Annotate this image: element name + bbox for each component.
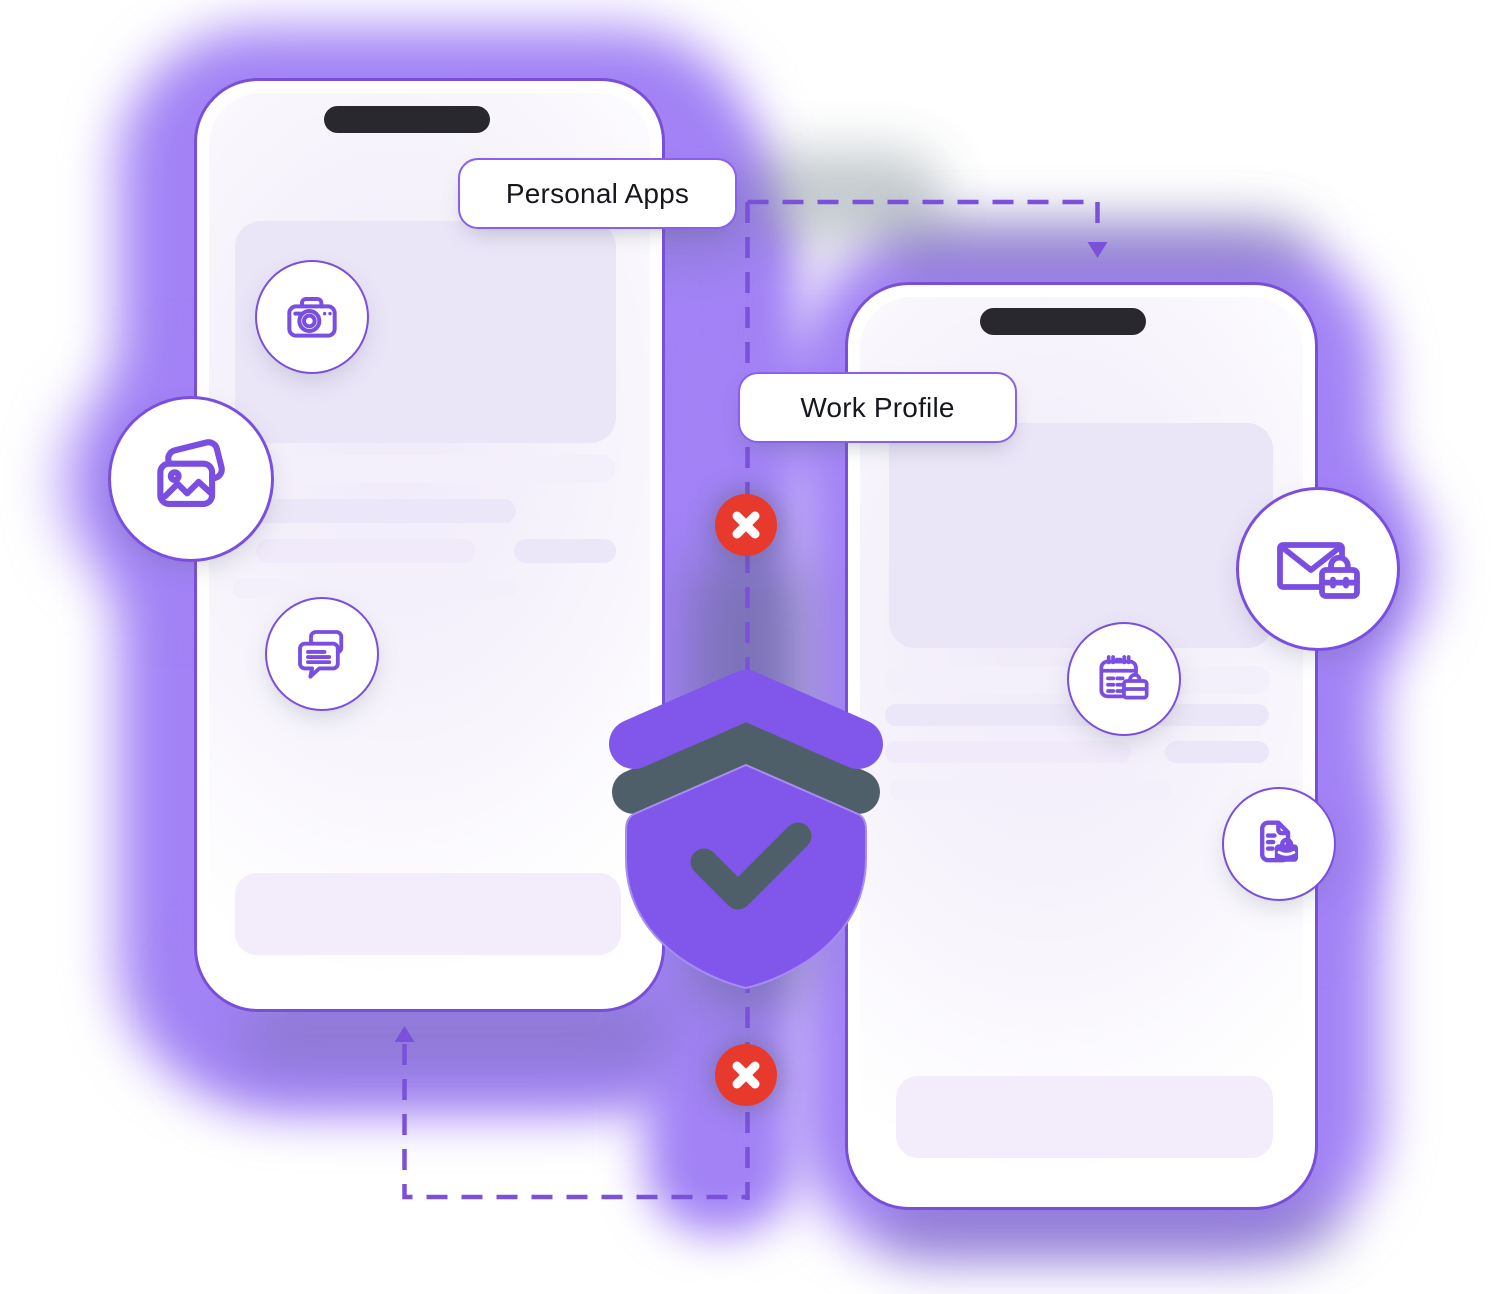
work-phone-notch — [980, 308, 1146, 335]
work-bar-4 — [1165, 741, 1269, 763]
personal-bottom-card — [235, 873, 621, 955]
shield-check-icon — [609, 670, 883, 990]
blocked-x-bottom — [715, 1044, 777, 1106]
personal-bar-2 — [238, 499, 516, 523]
personal-bar-4 — [514, 539, 616, 563]
photos-app-circle — [108, 396, 274, 562]
work-bottom-card — [896, 1076, 1273, 1158]
arrow-up-to-personal-phone — [394, 1026, 415, 1042]
chat-app-circle — [265, 597, 379, 711]
dash-bottom-path — [402, 1044, 746, 1200]
work-bar-2 — [885, 704, 1269, 726]
camera-app-circle — [255, 260, 369, 374]
work-document-circle — [1222, 787, 1336, 901]
personal-phone-screen — [209, 93, 650, 997]
personal-phone-notch — [324, 106, 490, 133]
personal-bar-1 — [236, 455, 615, 483]
camera-icon — [287, 297, 337, 338]
dash-top-horizontal — [747, 199, 1100, 236]
personal-phone — [194, 78, 665, 1012]
personal-apps-label: Personal Apps — [458, 158, 737, 229]
blocked-x-top — [715, 494, 777, 556]
work-profile-label: Work Profile — [738, 372, 1017, 443]
personal-bar-3 — [256, 539, 476, 563]
mail-briefcase-icon — [1277, 542, 1360, 599]
work-app-card — [889, 423, 1273, 648]
work-mail-circle — [1236, 487, 1400, 651]
shade-top-dash — [742, 152, 942, 240]
shade-left-phone-bottom — [240, 1002, 670, 1068]
arrow-down-to-work-phone — [1087, 242, 1108, 258]
document-briefcase-icon — [1260, 820, 1299, 863]
photos-icon — [157, 439, 225, 507]
calendar-briefcase-icon — [1099, 655, 1149, 700]
work-profile-label-text: Work Profile — [800, 391, 955, 423]
personal-bar-5 — [233, 578, 516, 599]
x-icon — [732, 1061, 760, 1089]
personal-apps-label-text: Personal Apps — [505, 177, 690, 209]
work-bar-5 — [890, 779, 1171, 800]
work-bar-3 — [885, 741, 1131, 763]
x-icon — [732, 511, 760, 539]
chat-icon — [298, 630, 344, 679]
work-calendar-circle — [1067, 622, 1181, 736]
